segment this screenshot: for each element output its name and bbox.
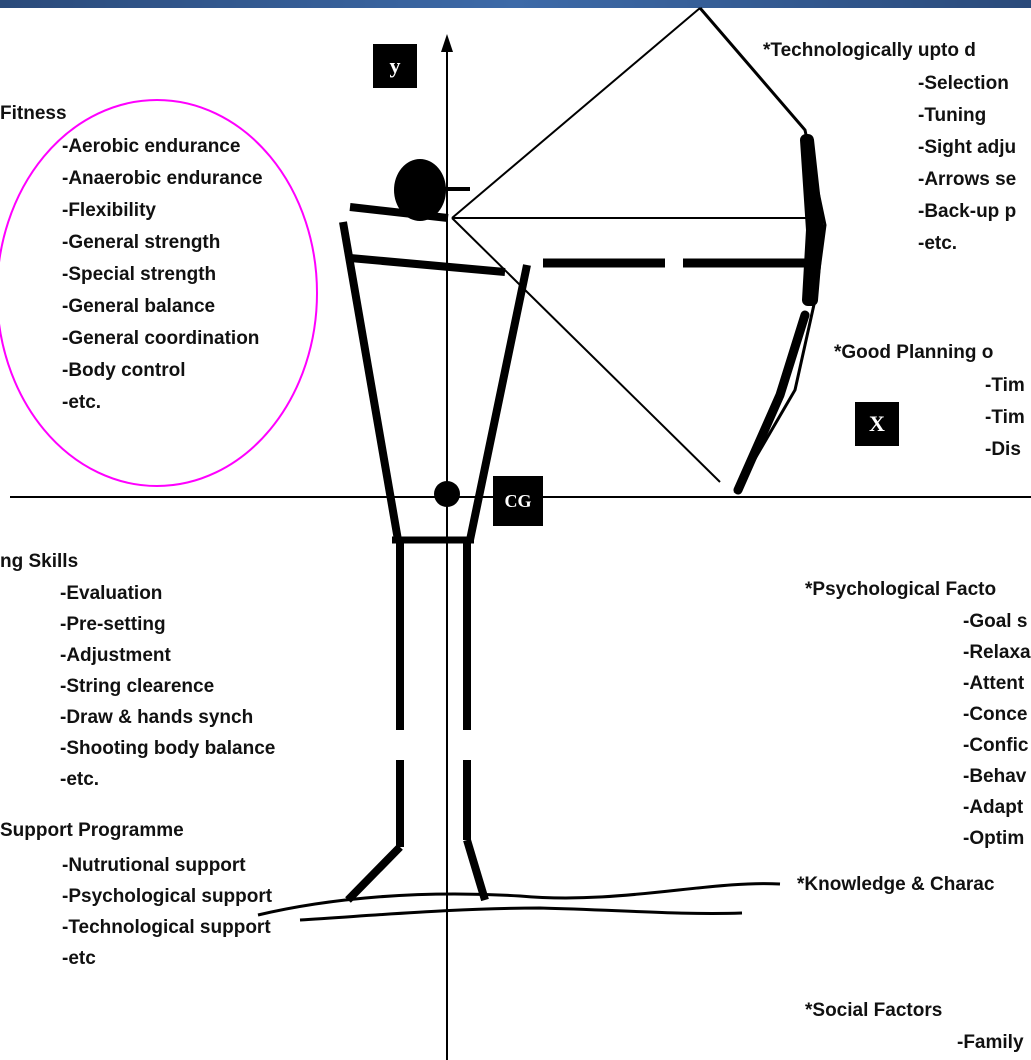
list-item: -Tuning [918,100,1016,132]
list-item: -General balance [62,291,263,323]
bow-lower-limb [738,315,805,490]
cg-label: CG [493,476,543,526]
list-item: -etc [62,943,272,974]
support-list: -Nutrutional support -Psychological supp… [62,850,272,974]
list-item: -Evaluation [60,578,275,609]
list-item: -Conce [963,699,1031,730]
psychological-list: -Goal s -Relaxa -Attent -Conce -Confic -… [963,606,1031,854]
fitness-heading: Fitness [0,101,67,127]
x-axis-label: X [855,402,899,446]
torso-left [343,222,398,540]
list-item: -General coordination [62,323,263,355]
list-item: -etc. [918,228,1016,260]
ground-line-1 [258,884,780,915]
list-item: -Flexibility [62,195,263,227]
ground-line-2 [300,908,742,920]
y-axis-arrow [441,34,453,52]
list-item: -Arrows se [918,164,1016,196]
support-heading: Support Programme [0,818,184,844]
list-item: -Shooting body balance [60,733,275,764]
list-item: -etc. [62,387,263,419]
list-item: -Dis [985,434,1025,466]
planning-list: -Tim -Tim -Dis [985,370,1025,466]
skills-heading: ng Skills [0,549,78,575]
social-heading: *Social Factors [805,998,942,1024]
y-axis-label: y [373,44,417,88]
list-item: -General strength [62,227,263,259]
list-item: -Attent [963,668,1031,699]
list-item: -Optim [963,823,1031,854]
list-item: -Family [957,1027,1024,1058]
list-item: -Body control [62,355,263,387]
list-item: -Adapt [963,792,1031,823]
fitness-list: -Aerobic endurance -Anaerobic endurance … [62,131,263,419]
list-item: -Confic [963,730,1031,761]
technological-list: -Selection -Tuning -Sight adju -Arrows s… [918,68,1016,260]
list-item: -Relaxa [963,637,1031,668]
list-item: -Selection [918,68,1016,100]
list-item: -String clearence [60,671,275,702]
list-item: -Technological support [62,912,272,943]
list-item: -Behav [963,761,1031,792]
bowstring-upper [452,8,700,218]
list-item: -Psychological support [62,881,272,912]
upper-arm [350,258,505,272]
bow-grip [806,140,818,300]
left-foot [348,847,400,900]
technological-heading: *Technologically upto d [763,38,976,64]
psychological-heading: *Psychological Facto [805,577,996,603]
cg-point [434,481,460,507]
list-item: -Sight adju [918,132,1016,164]
right-foot [467,840,485,900]
list-item: -Tim [985,370,1025,402]
list-item: -Back-up p [918,196,1016,228]
list-item: -Draw & hands synch [60,702,275,733]
list-item: -Special strength [62,259,263,291]
social-list: -Family [957,1027,1024,1058]
list-item: -Tim [985,402,1025,434]
list-item: -Anaerobic endurance [62,163,263,195]
list-item: -Goal s [963,606,1031,637]
skills-list: -Evaluation -Pre-setting -Adjustment -St… [60,578,275,795]
list-item: -Aerobic endurance [62,131,263,163]
list-item: -Adjustment [60,640,275,671]
list-item: -Nutrutional support [62,850,272,881]
list-item: -Pre-setting [60,609,275,640]
planning-heading: *Good Planning o [834,340,993,366]
knowledge-heading: *Knowledge & Charac [797,872,994,898]
list-item: -etc. [60,764,275,795]
